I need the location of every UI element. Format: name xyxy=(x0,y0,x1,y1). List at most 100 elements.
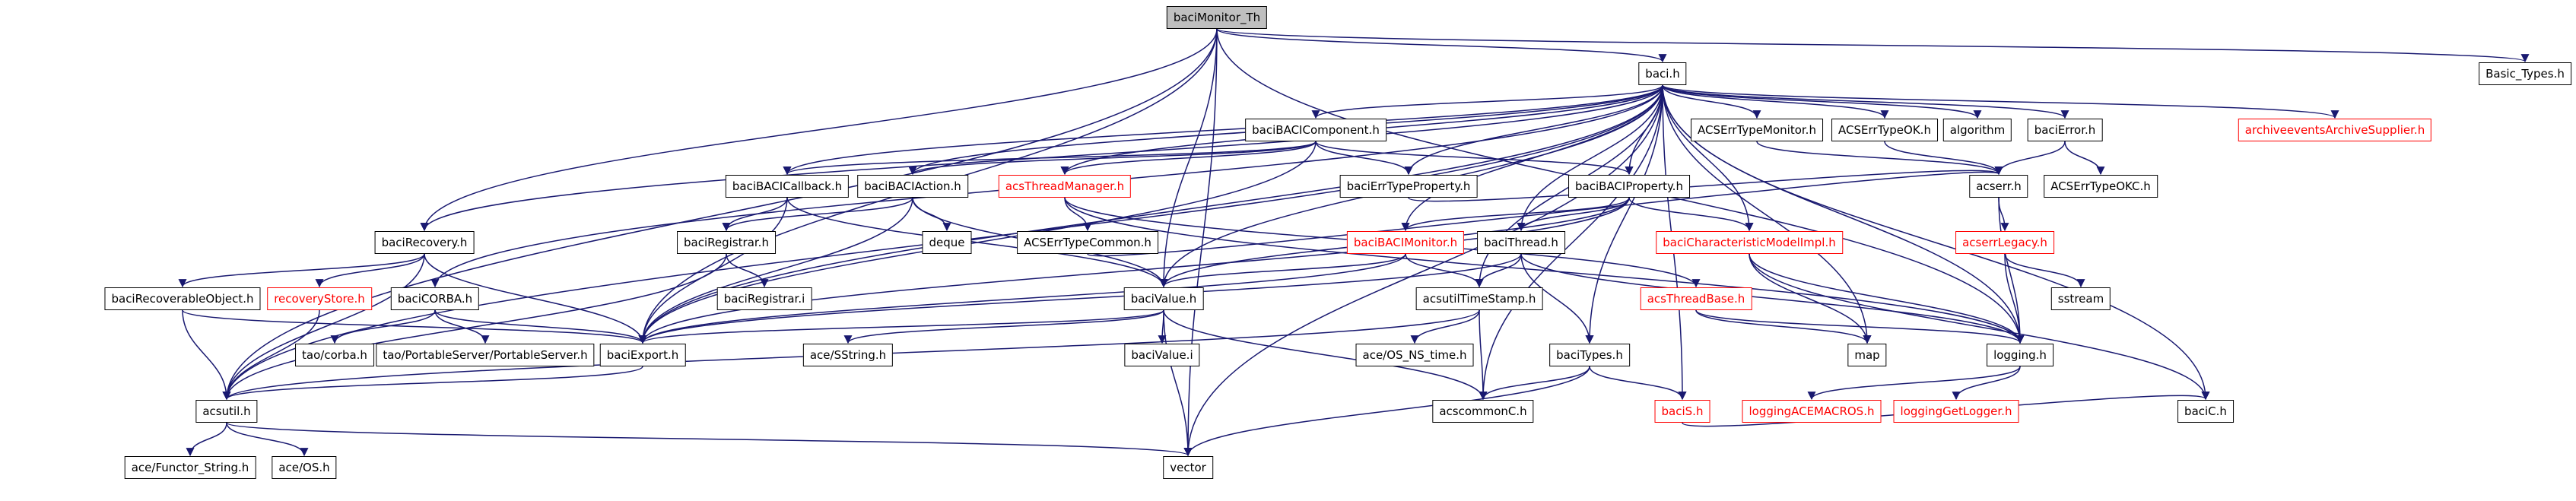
node-baci-bacicomponent-h[interactable]: baciBACIComponent.h xyxy=(1245,119,1386,141)
edge-baci-types-h--baci-s-h xyxy=(1589,366,1687,401)
node-ace-functor-string-h[interactable]: ace/Functor_String.h xyxy=(124,456,256,479)
node-sstream[interactable]: sstream xyxy=(2050,287,2111,310)
edge-baci-value-h--acscommon-c-h xyxy=(1163,309,1488,401)
edge-baci-monitor-th--baci-h xyxy=(1216,28,1667,63)
node-baci-registrar-h[interactable]: baciRegistrar.h xyxy=(677,231,776,254)
edge-recovery-store-h--acsutil-h xyxy=(222,309,320,401)
edge-baci-thread-h--acsutil-time-stamp-h xyxy=(1475,253,1522,288)
node-tao-corba-h[interactable]: tao/corba.h xyxy=(295,344,374,366)
node-ace-os-ns-time-h[interactable]: ace/OS_NS_time.h xyxy=(1355,344,1474,366)
node-baci-errtype-property-h[interactable]: baciErrTypeProperty.h xyxy=(1339,175,1478,198)
edge-baci-h--baci-errtype-property-h xyxy=(1404,84,1663,176)
node-acs-thread-manager-h[interactable]: acsThreadManager.h xyxy=(998,175,1132,198)
node-baci-error-h[interactable]: baciError.h xyxy=(2027,119,2103,141)
node-baci-s-h[interactable]: baciS.h xyxy=(1654,400,1710,423)
edge-acs-thread-base-h--logging-h xyxy=(1695,309,2025,344)
node-deque[interactable]: deque xyxy=(922,231,972,254)
node-acserrtype-common-h[interactable]: ACSErrTypeCommon.h xyxy=(1017,231,1158,254)
edge-baci-h--baci-bacicomponent-h xyxy=(1311,84,1663,119)
node-ace-sstring-h[interactable]: ace/SString.h xyxy=(802,344,894,366)
node-baci-c-h[interactable]: baciC.h xyxy=(2177,400,2234,423)
node-baci-h[interactable]: baci.h xyxy=(1638,62,1687,85)
node-algorithm[interactable]: algorithm xyxy=(1942,119,2012,141)
node-baci-corba-h[interactable]: baciCORBA.h xyxy=(390,287,480,310)
edge-baci-error-h--acserrtype-okc-h xyxy=(2064,141,2105,176)
edge-baci-h--baci-bacicallback-h xyxy=(783,84,1663,176)
edge-acsutil-time-stamp-h--ace-os-ns-time-h xyxy=(1410,309,1480,344)
node-baci-baciproperty-h[interactable]: baciBACIProperty.h xyxy=(1568,175,1690,198)
edge-acs-thread-manager-h--logging-h xyxy=(1064,197,2025,344)
edge-baci-corba-h--tao-corba-h xyxy=(330,309,436,344)
edge-acserr-h--logging-h xyxy=(1998,197,2025,344)
node-logging-h[interactable]: logging.h xyxy=(1987,344,2053,366)
edge-baci-bacicomponent-h--baci-baciproperty-h xyxy=(1315,141,1634,176)
edge-acs-thread-base-h--map xyxy=(1695,309,1872,344)
edge-acsutil-h--vector xyxy=(226,422,1192,457)
node-acserrtype-ok-h[interactable]: ACSErrTypeOK.h xyxy=(1831,119,1938,141)
node-vector[interactable]: vector xyxy=(1163,456,1213,479)
node-map[interactable]: map xyxy=(1847,344,1887,366)
edge-baci-types-h--vector xyxy=(1183,366,1590,457)
edge-baci-baciproperty-h--baci-thread-h xyxy=(1517,197,1630,232)
node-ace-os-h[interactable]: ace/OS.h xyxy=(272,456,337,479)
node-acserr-legacy-h[interactable]: acserrLegacy.h xyxy=(1955,231,2054,254)
edge-baci-h--baci-characteristic-model-impl-h xyxy=(1662,84,1754,232)
node-acsutil-h[interactable]: acsutil.h xyxy=(195,400,258,423)
edge-baci-bacicomponent-h--baci-baciaction-h xyxy=(908,141,1317,176)
edge-baci-h--map xyxy=(1662,84,1872,344)
edge-baci-corba-h--baci-export-h xyxy=(434,309,647,344)
node-baci-monitor-th: baciMonitor_Th xyxy=(1166,6,1268,29)
node-logging-acemacros-h[interactable]: loggingACEMACROS.h xyxy=(1742,400,1882,423)
node-baci-bacicallback-h[interactable]: baciBACICallback.h xyxy=(725,175,850,198)
node-acserrtype-okc-h[interactable]: ACSErrTypeOKC.h xyxy=(2044,175,2158,198)
edge-baci-thread-h--baci-export-h xyxy=(638,253,1522,344)
edge-logging-h--logging-acemacros-h xyxy=(1807,366,2021,401)
edge-baci-h--baci-error-h xyxy=(1662,84,2069,119)
node-baci-recoverable-object-h[interactable]: baciRecoverableObject.h xyxy=(104,287,261,310)
node-baci-recovery-h[interactable]: baciRecovery.h xyxy=(374,231,475,254)
edge-baci-error-h--acserr-h xyxy=(1994,141,2066,176)
node-baci-value-i[interactable]: baciValue.i xyxy=(1124,344,1200,366)
edge-acserrtype-common-h--acserr-h xyxy=(1087,166,2003,257)
edge-baci-bacicomponent-h--baci-bacicallback-h xyxy=(783,141,1317,176)
node-tao-portableserver-portableserver-h[interactable]: tao/PortableServer/PortableServer.h xyxy=(376,344,595,366)
edge-baci-value-h--baci-export-h xyxy=(638,309,1164,344)
edge-baci-bacicomponent-h--baci-errtype-property-h xyxy=(1315,141,1413,176)
edge-acserr-legacy-h--logging-h xyxy=(2004,253,2025,344)
edge-acs-thread-manager-h--acserrtype-common-h xyxy=(1064,197,1092,232)
edge-baci-characteristic-model-impl-h--map xyxy=(1749,253,1872,344)
edge-baci-baciproperty-h--baci-bacimonitor-h xyxy=(1401,197,1630,232)
node-acserr-h[interactable]: acserr.h xyxy=(1969,175,2028,198)
edge-acserrtype-ok-h--acserr-h xyxy=(1884,141,2003,176)
node-acscommon-c-h[interactable]: acscommonC.h xyxy=(1432,400,1534,423)
node-baci-value-h[interactable]: baciValue.h xyxy=(1123,287,1204,310)
edge-baci-value-h--vector xyxy=(1163,309,1193,457)
node-baci-registrar-i[interactable]: baciRegistrar.i xyxy=(716,287,812,310)
node-archiveevents-archivesupplier-h[interactable]: archiveeventsArchiveSupplier.h xyxy=(2238,119,2432,141)
node-acs-thread-base-h[interactable]: acsThreadBase.h xyxy=(1640,287,1752,310)
edge-baci-monitor-th--baci-recovery-h xyxy=(420,28,1218,232)
edge-baci-recovery-h--baci-export-h xyxy=(424,253,647,344)
node-recovery-store-h[interactable]: recoveryStore.h xyxy=(267,287,372,310)
edge-baci-recoverable-object-h--acsutil-h xyxy=(182,309,231,401)
edge-baci-h--baci-thread-h xyxy=(1517,84,1663,232)
node-acserrtype-monitor-h[interactable]: ACSErrTypeMonitor.h xyxy=(1691,119,1823,141)
edge-baci-bacimonitor-h--baci-export-h xyxy=(638,253,1406,344)
edge-acserrtype-monitor-h--acserr-h xyxy=(1756,141,2003,176)
edge-baci-recoverable-object-h--baci-export-h xyxy=(182,309,647,344)
node-acsutil-time-stamp-h[interactable]: acsutilTimeStamp.h xyxy=(1415,287,1543,310)
node-baci-thread-h[interactable]: baciThread.h xyxy=(1477,231,1565,254)
node-baci-bacimonitor-h[interactable]: baciBACIMonitor.h xyxy=(1346,231,1465,254)
edge-baci-bacimonitor-h--baci-value-h xyxy=(1159,253,1406,288)
edge-baci-recovery-h--recovery-store-h xyxy=(315,253,425,288)
edge-baci-h--acscommon-c-h xyxy=(1479,84,1663,401)
node-baci-export-h[interactable]: baciExport.h xyxy=(599,344,686,366)
node-baci-characteristic-model-impl-h[interactable]: baciCharacteristicModelImpl.h xyxy=(1656,231,1843,254)
edge-baci-h--baci-types-h xyxy=(1585,84,1663,344)
node-baci-types-h[interactable]: baciTypes.h xyxy=(1549,344,1630,366)
node-logging-get-logger-h[interactable]: loggingGetLogger.h xyxy=(1893,400,2019,423)
node-basic-types-h[interactable]: Basic_Types.h xyxy=(2479,62,2571,85)
node-baci-baciaction-h[interactable]: baciBACIAction.h xyxy=(857,175,968,198)
edge-baci-export-h--acsutil-h xyxy=(222,366,643,401)
